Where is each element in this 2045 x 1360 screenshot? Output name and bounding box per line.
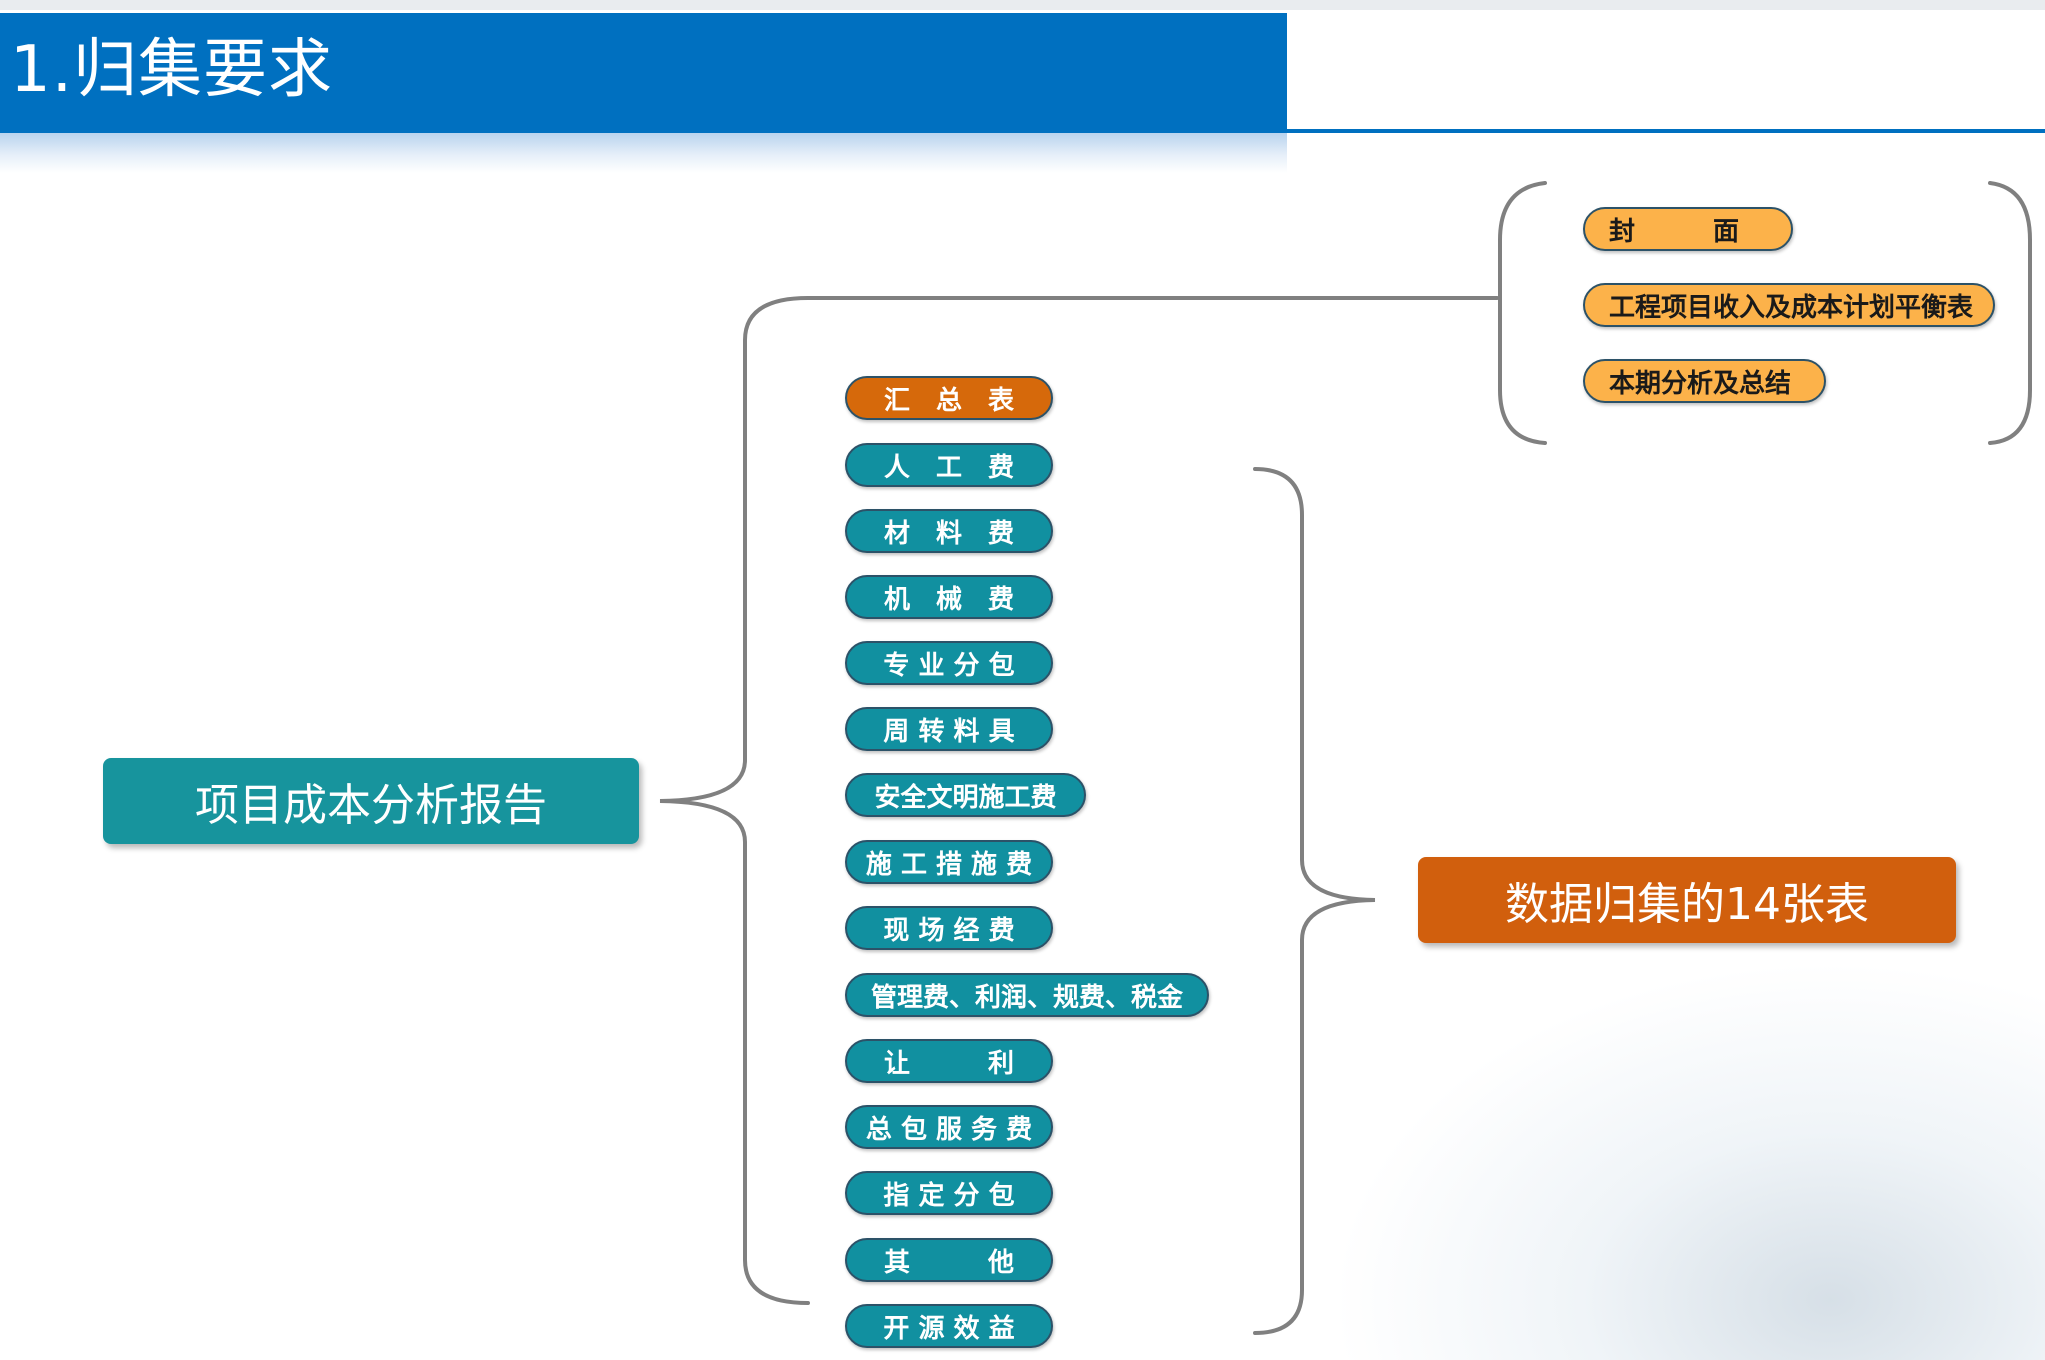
table-item-label: 人 工 费: [883, 452, 1014, 483]
summary-table-pill: 汇 总 表: [845, 376, 1053, 420]
table-item-label: 开 源 效 益: [883, 1313, 1015, 1344]
data-tables-box: 数据归集的14张表: [1418, 857, 1956, 943]
table-item-label: 总 包 服 务 费: [865, 1114, 1033, 1145]
tables-bracket: [1253, 467, 1376, 1335]
table-item-pill: 让 利: [845, 1039, 1053, 1083]
main-bracket: [659, 296, 810, 1305]
data-tables-label: 数据归集的14张表: [1505, 879, 1869, 930]
table-item-label: 施 工 措 施 费: [865, 849, 1033, 880]
table-item-label: 周 转 料 具: [883, 716, 1015, 747]
top-strip: [0, 0, 2045, 10]
table-item-pill: 施 工 措 施 费: [845, 840, 1053, 884]
table-item-pill: 人 工 费: [845, 443, 1053, 487]
table-item-label: 指 定 分 包: [883, 1180, 1015, 1211]
analysis-summary-label: 本期分析及总结: [1609, 368, 1792, 399]
table-item-pill: 管理费、利润、规费、税金: [845, 973, 1209, 1017]
table-item-label: 材 料 费: [883, 518, 1014, 549]
table-item-label: 现 场 经 费: [883, 915, 1015, 946]
income-cost-plan-pill: 工程项目收入及成本计划平衡表: [1583, 283, 1995, 327]
cover-pill: 封 面: [1583, 207, 1793, 251]
table-item-pill: 专 业 分 包: [845, 641, 1053, 685]
table-item-label: 让 利: [883, 1048, 1014, 1079]
top-group-bracket-right: [1988, 181, 2032, 445]
table-item-label: 安全文明施工费: [874, 782, 1057, 813]
analysis-summary-pill: 本期分析及总结: [1583, 359, 1826, 403]
table-item-pill: 安全文明施工费: [845, 773, 1086, 817]
project-cost-report-label: 项目成本分析报告: [195, 780, 547, 831]
table-item-pill: 周 转 料 具: [845, 707, 1053, 751]
top-group-bracket-left: [1498, 181, 1547, 445]
summary-table-label: 汇 总 表: [883, 385, 1014, 416]
table-item-label: 专 业 分 包: [883, 650, 1015, 681]
page-title: 1.归集要求: [10, 33, 334, 107]
table-item-label: 机 械 费: [883, 584, 1014, 615]
title-bar: [0, 13, 1287, 133]
cover-label: 封 面: [1609, 216, 1740, 247]
table-item-pill: 机 械 费: [845, 575, 1053, 619]
table-item-pill: 其 他: [845, 1238, 1053, 1282]
title-bar-shadow: [0, 133, 1287, 173]
table-item-pill: 总 包 服 务 费: [845, 1105, 1053, 1149]
income-cost-plan-label: 工程项目收入及成本计划平衡表: [1609, 292, 1974, 323]
table-item-pill: 现 场 经 费: [845, 906, 1053, 950]
city-skyline-watermark: [1330, 960, 2045, 1360]
table-item-label: 其 他: [883, 1247, 1014, 1278]
project-cost-report-box: 项目成本分析报告: [103, 758, 639, 844]
table-item-pill: 开 源 效 益: [845, 1304, 1053, 1348]
table-item-pill: 指 定 分 包: [845, 1171, 1053, 1215]
table-item-label: 管理费、利润、规费、税金: [870, 982, 1183, 1013]
table-item-pill: 材 料 费: [845, 509, 1053, 553]
title-underline: [1287, 129, 2045, 133]
